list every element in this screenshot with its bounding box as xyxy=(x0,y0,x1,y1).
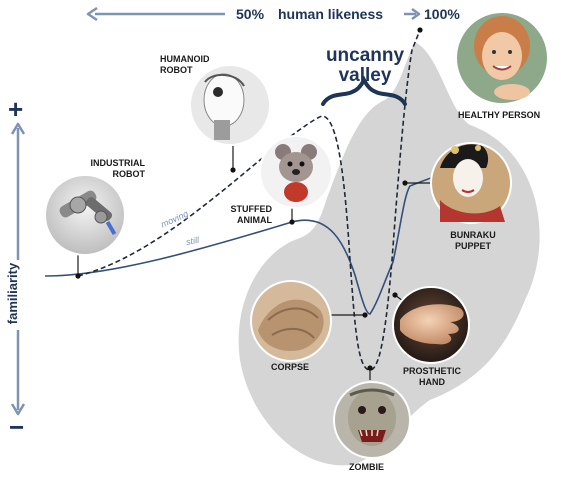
stuffed-animal-label: STUFFED ANIMAL xyxy=(218,204,273,226)
industrial-robot-photo xyxy=(44,174,126,256)
y-axis-plus: + xyxy=(8,94,24,124)
x-axis-start-value: 50% xyxy=(236,6,265,22)
prosthetic-hand-photo xyxy=(392,286,470,364)
familiarity-axis xyxy=(10,122,26,416)
industrial-robot-label: INDUSTRIAL ROBOT xyxy=(80,158,146,180)
y-axis-title: familiarity xyxy=(5,262,21,325)
bunraku-puppet-label-line-2: PUPPET xyxy=(454,241,491,251)
prosthetic-hand-label-line-2: HAND xyxy=(419,377,445,387)
moving-curve xyxy=(77,29,421,371)
dot-industrial-robot xyxy=(75,273,81,279)
healthy-person-label: HEALTHY PERSON xyxy=(458,110,541,120)
human-likeness-arrow xyxy=(86,6,421,22)
dot-zombie xyxy=(367,365,373,371)
still-curve xyxy=(44,174,441,315)
dot-bunraku-puppet xyxy=(402,180,408,186)
x-axis-end-value: 100% xyxy=(424,6,460,22)
zombie-label: ZOMBIE xyxy=(349,462,384,472)
stuffed-animal-label-line-1: STUFFED xyxy=(230,204,273,214)
valley-brace-icon xyxy=(321,75,407,106)
industrial-robot-label-line-2: ROBOT xyxy=(112,169,146,179)
data-dots xyxy=(75,27,423,371)
dot-humanoid-robot xyxy=(230,167,236,173)
dot-corpse xyxy=(362,312,368,318)
industrial-robot-label-line-1: INDUSTRIAL xyxy=(90,158,146,168)
bunraku-puppet-photo xyxy=(430,142,512,224)
dot-prosthetic-hand xyxy=(392,292,398,298)
dot-stuffed-animal xyxy=(289,219,295,225)
prosthetic-hand-label-line-1: PROSTHETIC xyxy=(402,366,461,376)
valley-label-line-1: uncanny xyxy=(325,45,405,66)
prosthetic-hand-label: PROSTHETIC HAND xyxy=(398,366,466,388)
humanoid-robot-label-line-2: ROBOT xyxy=(160,65,193,75)
healthy-person-photo xyxy=(455,11,549,105)
bunraku-puppet-label: BUNRAKU PUPPET xyxy=(445,230,501,252)
corpse-photo xyxy=(250,280,332,362)
dot-healthy-person xyxy=(417,27,423,33)
stuffed-animal-label-line-2: ANIMAL xyxy=(237,215,272,225)
bunraku-puppet-label-line-1: BUNRAKU xyxy=(450,230,496,240)
x-axis-title: human likeness xyxy=(278,6,384,22)
y-axis-minus: − xyxy=(9,412,25,442)
humanoid-robot-label: HUMANOID ROBOT xyxy=(160,54,210,76)
zombie-photo xyxy=(333,381,411,459)
humanoid-robot-label-line-1: HUMANOID xyxy=(160,54,210,64)
valley-label-line-2: valley xyxy=(338,65,392,86)
humanoid-robot-photo xyxy=(189,64,271,146)
corpse-label: CORPSE xyxy=(271,362,310,372)
stuffed-animal-photo xyxy=(259,135,333,209)
uncanny-valley-label: uncanny valley xyxy=(322,46,408,86)
